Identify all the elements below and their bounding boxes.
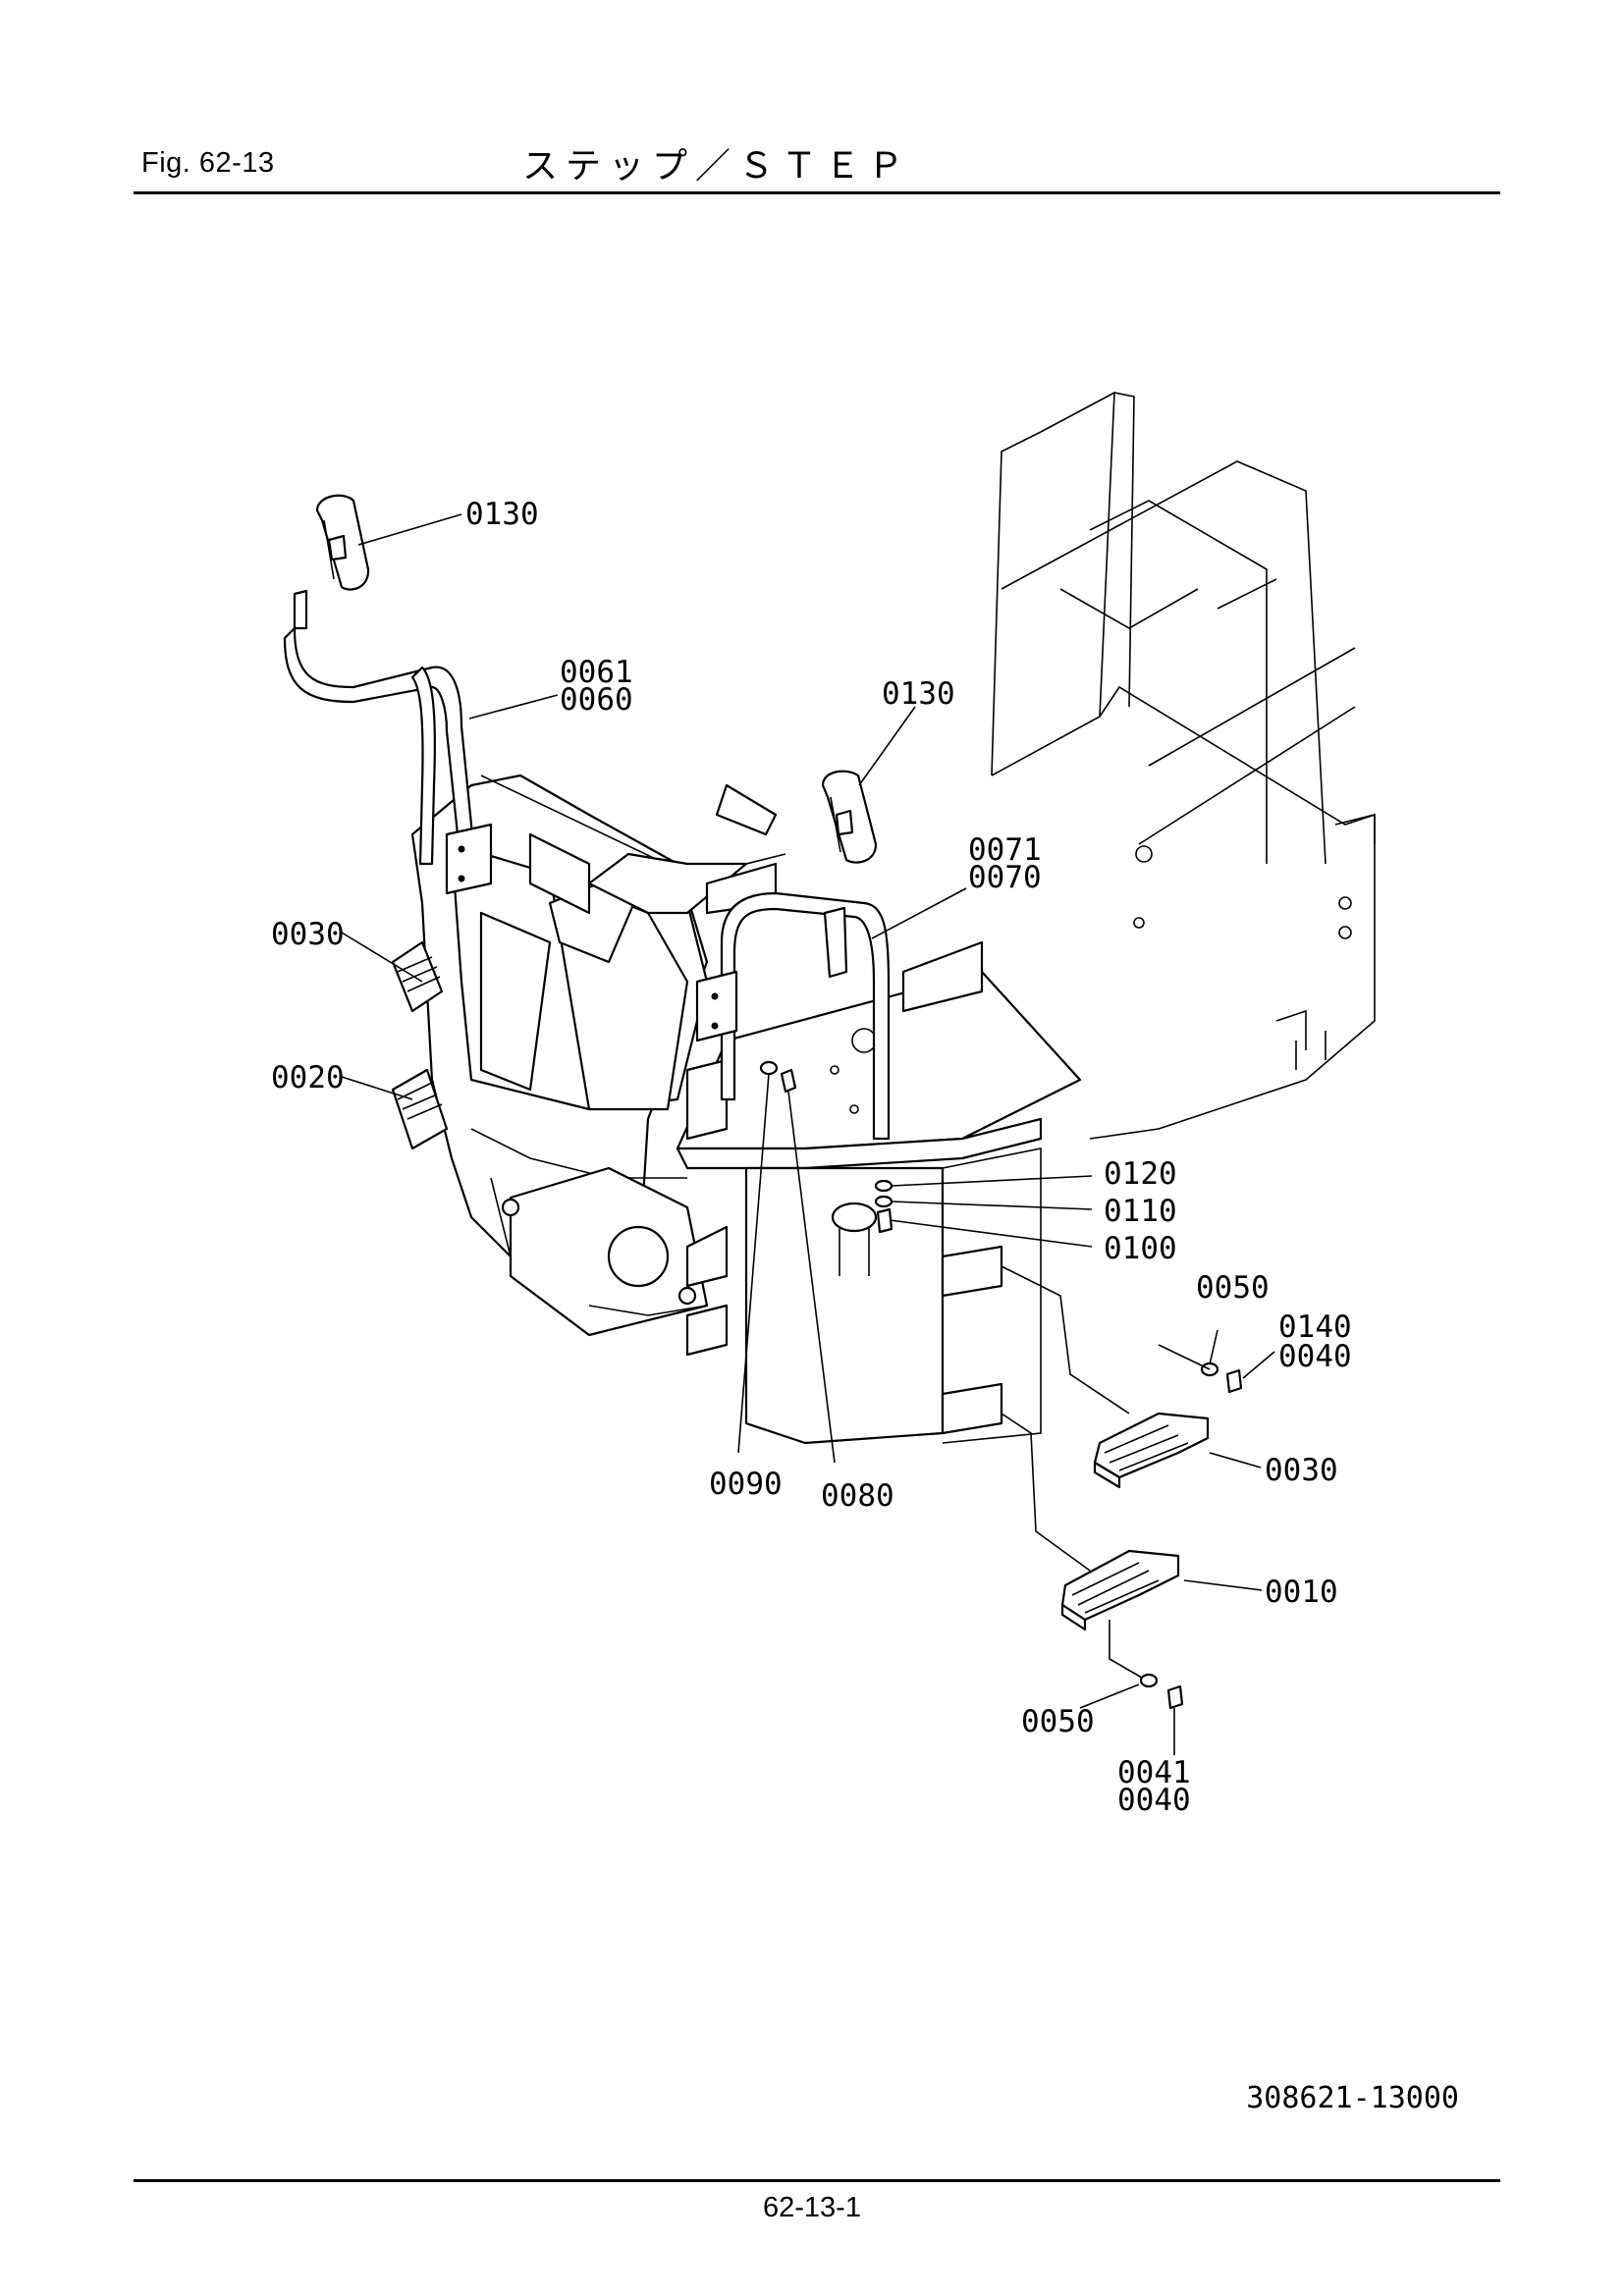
fasteners-on-machine [759,1060,893,1234]
callout-washer-0110: 0110 [1104,1194,1177,1229]
left-upper-step [391,940,444,1013]
callout-labels: 0130 0061 0060 0130 0071 0070 0030 0020 … [271,497,1352,1818]
callout-step-upper-right: 0030 [1265,1453,1338,1488]
right-mirror [821,770,878,864]
callout-step-upper-left: 0030 [271,917,345,952]
left-mirror [315,494,370,591]
callout-bolt-0100: 0100 [1104,1231,1177,1266]
left-lower-step [391,1068,449,1150]
callout-mirror-right: 0130 [882,676,955,712]
callout-bolt-0041: 0041 [1117,1755,1191,1790]
leader-lines [341,513,1275,1755]
exploded-step-upper [1001,1265,1243,1489]
cab-body [410,774,786,1357]
exploded-step-lower [1001,1413,1184,1710]
drawing-number: 308621-13000 [1246,2081,1459,2115]
callout-handrail-right-a: 0071 [968,832,1042,868]
callout-bolt-0040-upper: 0040 [1278,1339,1352,1374]
callout-bolt-0140: 0140 [1278,1309,1352,1345]
callout-handrail-right-b: 0070 [968,860,1042,895]
left-handrail [283,589,493,895]
header-rule [134,191,1500,194]
figure-label: Fig. 62-13 [141,147,275,179]
callout-washer-0090: 0090 [709,1467,783,1502]
figure-title: ステップ／ＳＴＥＰ [522,146,912,187]
right-handrail [695,891,891,1141]
callout-washer-0050-upper: 0050 [1196,1270,1270,1306]
page-number: 62-13-1 [763,2192,861,2223]
callout-step-lower-left: 0020 [271,1060,345,1095]
callout-handrail-left-b: 0060 [560,682,633,718]
callout-washer-0050-lower: 0050 [1021,1704,1095,1739]
callout-step-lower-right: 0010 [1265,1575,1338,1610]
callout-washer-0120: 0120 [1104,1156,1177,1192]
machine-frame [991,392,1376,1140]
footer-rule [134,2179,1500,2182]
callout-bolt-0080: 0080 [821,1478,894,1514]
callout-bolt-0040-lower: 0040 [1117,1783,1191,1818]
callout-handrail-left-a: 0061 [560,655,633,690]
callout-mirror-left: 0130 [465,497,539,532]
